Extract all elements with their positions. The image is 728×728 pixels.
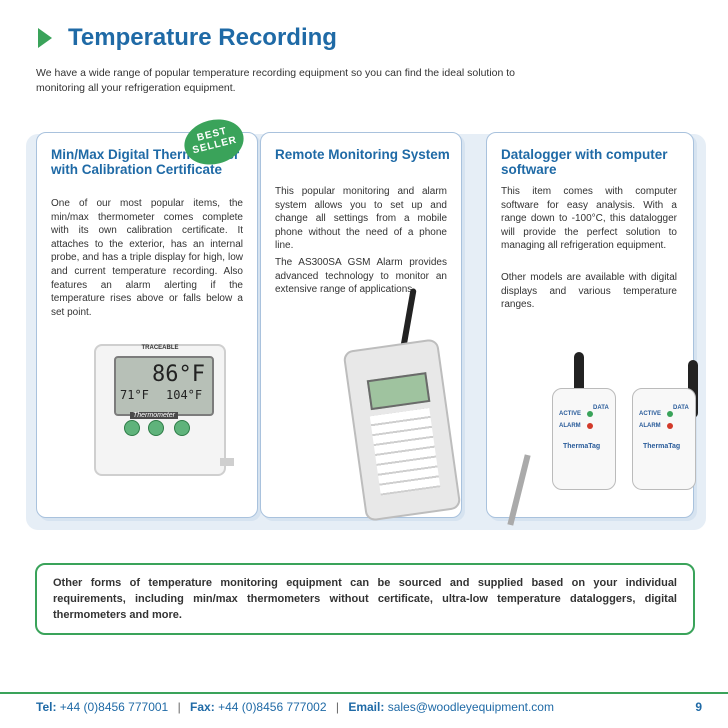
datalogger-image: ACTIVE DATA ALARM ThermaTag bbox=[632, 388, 696, 490]
gsm-alarm-display bbox=[366, 372, 431, 411]
tag-active-label: ACTIVE bbox=[639, 411, 662, 417]
gsm-alarm-keypad bbox=[369, 407, 441, 496]
tel-label: Tel: bbox=[36, 700, 57, 714]
card-body-2: Other models are available with digital … bbox=[501, 272, 677, 311]
fax-label: Fax: bbox=[190, 700, 215, 714]
tag-brand: ThermaTag bbox=[643, 443, 681, 450]
page-header: Temperature Recording bbox=[38, 24, 337, 52]
thermometer-reading-low: 71°F bbox=[120, 388, 149, 402]
tel-value[interactable]: +44 (0)8456 777001 bbox=[59, 700, 169, 714]
card-body: One of our most popular items, the min/m… bbox=[51, 198, 243, 318]
tag-active-label: ACTIVE bbox=[559, 411, 582, 417]
thermometer-label: Thermometer bbox=[130, 412, 179, 419]
probe-connector bbox=[220, 458, 234, 466]
tag-data-label: DATA bbox=[673, 405, 689, 411]
card-body: This item comes with computer software f… bbox=[501, 186, 677, 252]
arrow-bullet-icon bbox=[38, 28, 52, 48]
tag-alarm-label: ALARM bbox=[559, 423, 581, 429]
note-text: Other forms of temperature monitoring eq… bbox=[53, 577, 677, 621]
card-body-2: The AS300SA GSM Alarm provides advanced … bbox=[275, 257, 447, 296]
datalogger-image: ACTIVE DATA ALARM ThermaTag bbox=[552, 388, 616, 490]
tag-data-label: DATA bbox=[593, 405, 609, 411]
thermometer-button bbox=[148, 420, 164, 436]
active-led-icon bbox=[667, 411, 673, 417]
footer-contact: Tel: +44 (0)8456 777001 | Fax: +44 (0)84… bbox=[36, 700, 554, 714]
email-link[interactable]: sales@woodleyequipment.com bbox=[387, 700, 554, 714]
separator: | bbox=[177, 700, 181, 714]
other-equipment-note: Other forms of temperature monitoring eq… bbox=[35, 563, 695, 635]
alarm-led-icon bbox=[587, 423, 593, 429]
page-number: 9 bbox=[695, 700, 702, 714]
datalogger-cable bbox=[688, 360, 698, 418]
thermometer-reading-main: 86°F bbox=[152, 362, 205, 387]
product-card-thermometer: Min/Max Digital Thermometer with Calibra… bbox=[36, 132, 258, 518]
thermometer-button bbox=[124, 420, 140, 436]
email-label: Email: bbox=[348, 700, 385, 714]
active-led-icon bbox=[587, 411, 593, 417]
card-title: Remote Monitoring System bbox=[275, 147, 450, 162]
tag-brand: ThermaTag bbox=[563, 443, 601, 450]
thermometer-brand: TRACEABLE bbox=[141, 345, 179, 351]
thermometer-image: TRACEABLE 86°F 71°F 104°F Thermometer bbox=[94, 344, 226, 476]
intro-text: We have a wide range of popular temperat… bbox=[36, 67, 516, 94]
tag-alarm-label: ALARM bbox=[639, 423, 661, 429]
alarm-led-icon bbox=[667, 423, 673, 429]
card-title: Datalogger with computer software bbox=[501, 147, 668, 177]
thermometer-button bbox=[174, 420, 190, 436]
thermometer-screen: 86°F 71°F 104°F bbox=[114, 356, 214, 416]
footer-divider bbox=[0, 692, 728, 694]
datalogger-cable bbox=[574, 352, 584, 410]
fax-value[interactable]: +44 (0)8456 777002 bbox=[218, 700, 327, 714]
card-body: This popular monitoring and alarm system… bbox=[275, 186, 447, 252]
separator: | bbox=[335, 700, 339, 714]
thermometer-reading-high: 104°F bbox=[166, 388, 203, 402]
page-title: Temperature Recording bbox=[68, 24, 337, 51]
